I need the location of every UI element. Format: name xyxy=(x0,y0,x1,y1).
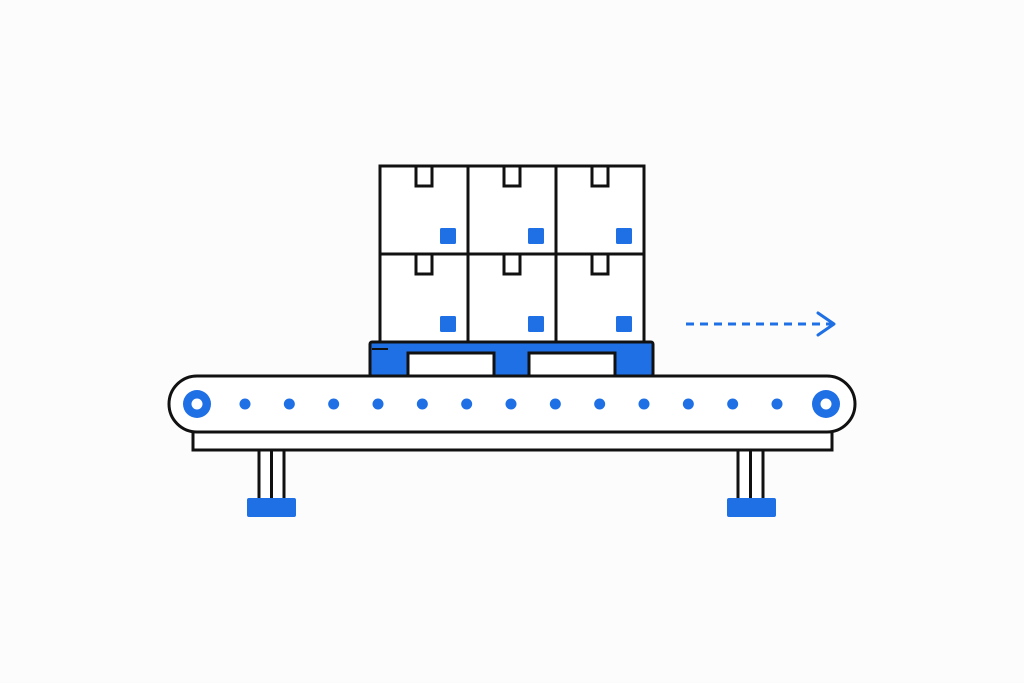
box-icon xyxy=(466,252,558,344)
belt-dot xyxy=(727,398,739,410)
pallet-slot-right xyxy=(527,351,617,378)
box-label xyxy=(440,316,456,332)
belt-dot xyxy=(283,398,295,410)
conveyor-foot-right xyxy=(727,498,776,517)
belt-dot xyxy=(372,398,384,410)
arrow-right-icon xyxy=(686,311,836,337)
belt-dot xyxy=(771,398,783,410)
box-icon xyxy=(378,164,470,256)
box-label xyxy=(528,316,544,332)
box-label xyxy=(440,228,456,244)
belt-roller-dots xyxy=(239,398,783,410)
conveyor-roller-right xyxy=(812,390,840,418)
belt-dot xyxy=(239,398,251,410)
conveyor-leg-right xyxy=(727,447,776,517)
box-icon xyxy=(554,164,646,256)
belt-dot xyxy=(594,398,606,410)
conveyor-belt-icon xyxy=(167,374,857,517)
box-icon xyxy=(466,164,558,256)
conveyor-foot-left xyxy=(247,498,296,517)
belt-dot xyxy=(505,398,517,410)
conveyor-roller-left xyxy=(183,390,211,418)
belt-dot xyxy=(682,398,694,410)
box-label xyxy=(616,316,632,332)
pallet-icon xyxy=(368,340,655,378)
pallet-slot-left xyxy=(406,351,496,378)
belt-dot xyxy=(416,398,428,410)
belt-dot xyxy=(638,398,650,410)
box-stack xyxy=(378,164,646,344)
belt-dot xyxy=(461,398,473,410)
box-icon xyxy=(378,252,470,344)
belt-dot xyxy=(328,398,340,410)
conveyor-leg-left xyxy=(247,447,296,517)
box-icon xyxy=(554,252,646,344)
box-label xyxy=(616,228,632,244)
belt-dot xyxy=(549,398,561,410)
box-label xyxy=(528,228,544,244)
